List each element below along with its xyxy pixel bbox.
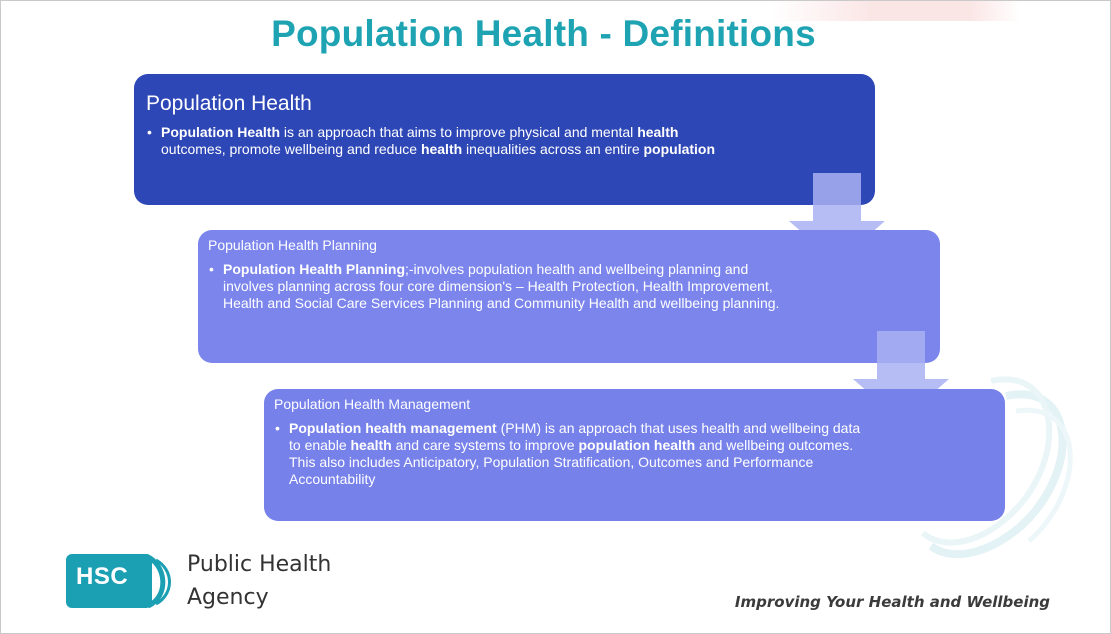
body-text: and wellbeing outcomes. This also includ… xyxy=(289,437,854,487)
bold-term: Population health management xyxy=(289,420,497,436)
body-text: (PHM) is an approach that uses health an… xyxy=(289,420,861,453)
box-body: • Population Health Planning;-involves p… xyxy=(208,261,940,312)
bullet-icon: • xyxy=(209,261,214,277)
bold-term: Population Health xyxy=(161,124,280,140)
bold-term: Population Health Planning xyxy=(223,261,405,277)
org-name-line2: Agency xyxy=(187,585,269,610)
box-heading: Population Health Planning xyxy=(208,237,377,253)
logo-abbreviation: HSC xyxy=(76,563,129,590)
bold-term: health xyxy=(420,141,463,157)
hsc-logo-icon xyxy=(66,554,171,608)
slide-title: Population Health - Definitions xyxy=(271,13,816,54)
bullet-icon: • xyxy=(147,124,152,140)
box-heading: Population Health xyxy=(146,92,312,115)
body-text: ;-involves population health and wellbei… xyxy=(223,261,780,311)
box-body: • Population health management (PHM) is … xyxy=(274,420,1005,488)
bold-term: health xyxy=(637,124,679,140)
decorative-header-strip xyxy=(771,1,1021,21)
bold-term: population health xyxy=(578,437,696,453)
definition-box-population-health: Population Health • Population Health is… xyxy=(134,74,875,205)
box-text: Population Health Planning;-involves pop… xyxy=(223,261,783,312)
body-text: inequalities across an entire xyxy=(462,141,644,157)
body-text: is an approach that aims to improve phys… xyxy=(280,124,638,140)
box-body: • Population Health is an approach that … xyxy=(146,124,875,158)
box-text: Population health management (PHM) is an… xyxy=(289,420,864,488)
bold-term: population xyxy=(643,141,716,157)
definition-box-population-health-planning: Population Health Planning • Population … xyxy=(198,230,940,363)
org-name-line1: Public Health xyxy=(187,552,332,577)
body-text: outcomes, promote wellbeing and reduce xyxy=(161,141,421,157)
box-heading: Population Health Management xyxy=(274,396,471,412)
definition-box-population-health-management: Population Health Management • Populatio… xyxy=(264,389,1005,521)
box-text: Population Health is an approach that ai… xyxy=(161,124,741,158)
tagline: Improving Your Health and Wellbeing xyxy=(734,593,1050,611)
bullet-icon: • xyxy=(275,420,280,436)
bold-term: health xyxy=(350,437,392,453)
body-text: and care systems to improve xyxy=(391,437,579,453)
